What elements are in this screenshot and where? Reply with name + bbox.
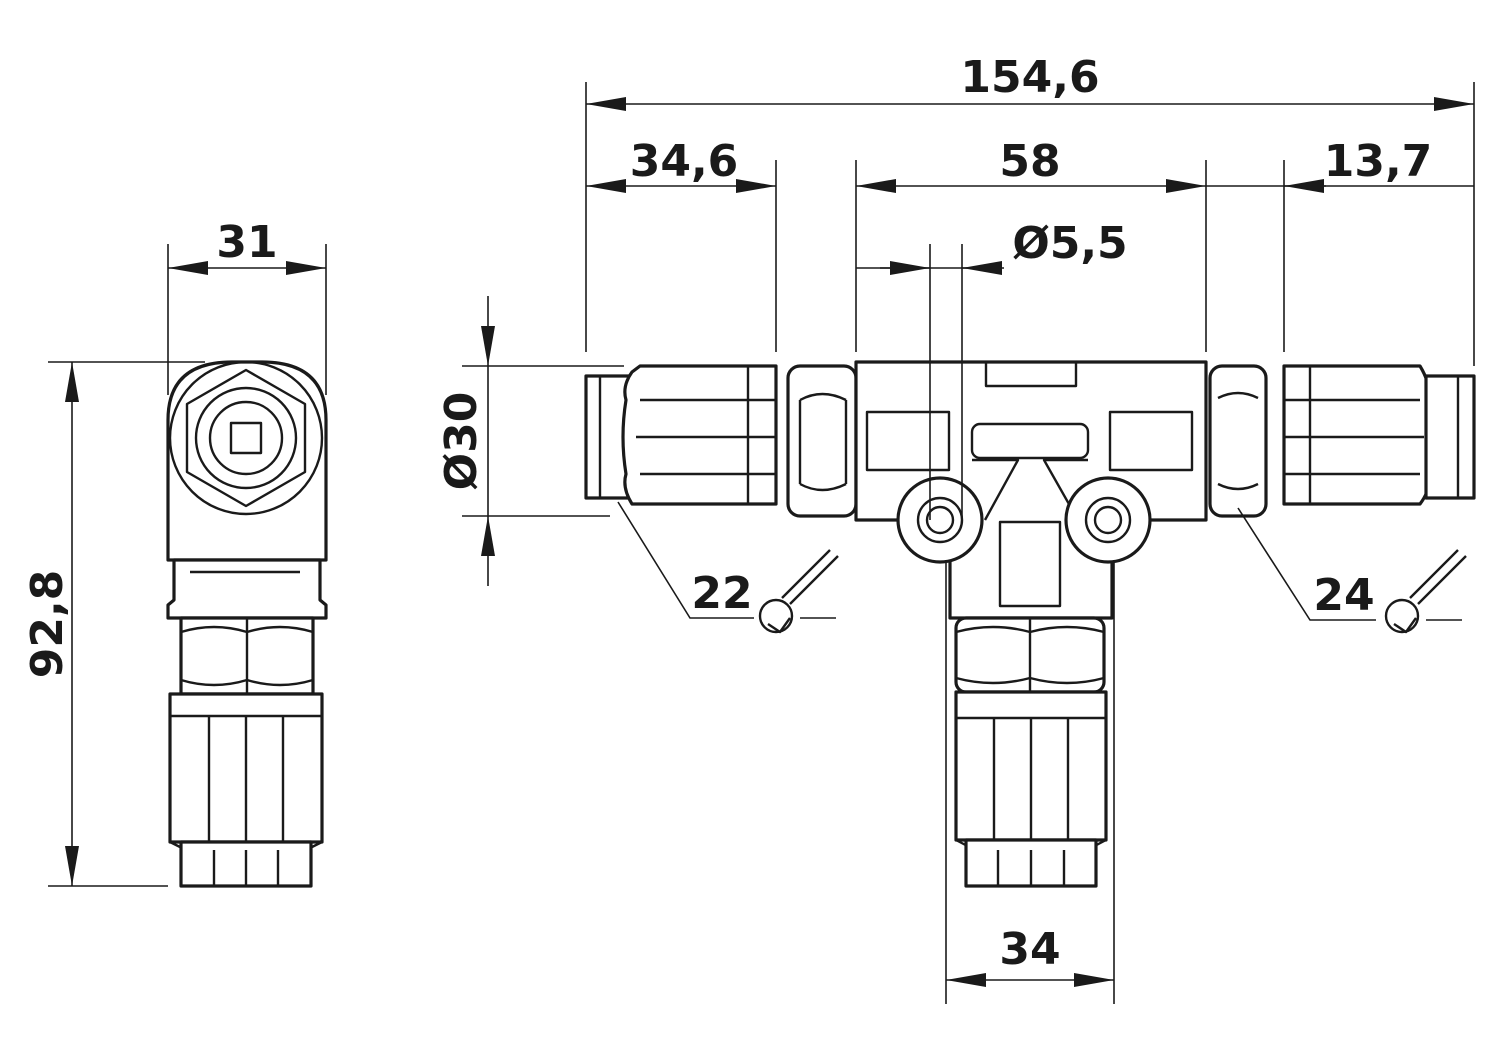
center-slot xyxy=(970,422,1090,460)
dim-wrench-left: 22 xyxy=(691,568,752,619)
dim-mounting-hole: Ø5,5 xyxy=(1012,218,1127,269)
side-head-ring xyxy=(168,360,324,516)
label-window-left xyxy=(865,410,951,472)
t-body-top-slot xyxy=(984,360,1078,388)
right-nut xyxy=(1208,364,1268,518)
side-view xyxy=(166,360,328,888)
center-window xyxy=(998,520,1062,608)
side-hex-nut xyxy=(185,368,307,508)
side-view-dimensions: 31 92,8 xyxy=(22,217,327,887)
dim-overall-length: 154,6 xyxy=(960,52,1099,103)
mounting-boss-left xyxy=(896,476,984,564)
label-window-right xyxy=(1108,410,1194,472)
square-drive xyxy=(229,421,263,455)
dim-diameter: Ø30 xyxy=(436,392,487,491)
right-coupling xyxy=(1282,364,1433,506)
front-view-dimensions: 154,6 34,6 58 13,7 Ø5,5 Ø30 34 22 xyxy=(436,52,1475,1004)
side-flange xyxy=(166,558,328,620)
dim-bottom-width: 34 xyxy=(999,924,1060,975)
dim-right-coupling: 13,7 xyxy=(1324,136,1433,187)
wrench-icon xyxy=(758,549,839,634)
mounting-boss-right xyxy=(1064,476,1152,564)
dim-wrench-right: 24 xyxy=(1313,570,1374,621)
left-coupling xyxy=(621,364,778,506)
front-view xyxy=(584,360,1476,888)
dim-left-coupling: 34,6 xyxy=(630,136,739,187)
dim-side-height: 92,8 xyxy=(22,570,73,679)
wrench-icon xyxy=(1384,549,1467,634)
dim-center-span: 58 xyxy=(999,136,1060,187)
side-head xyxy=(166,360,328,562)
right-coupling-tip xyxy=(1424,374,1476,500)
dim-side-width: 31 xyxy=(216,217,277,268)
